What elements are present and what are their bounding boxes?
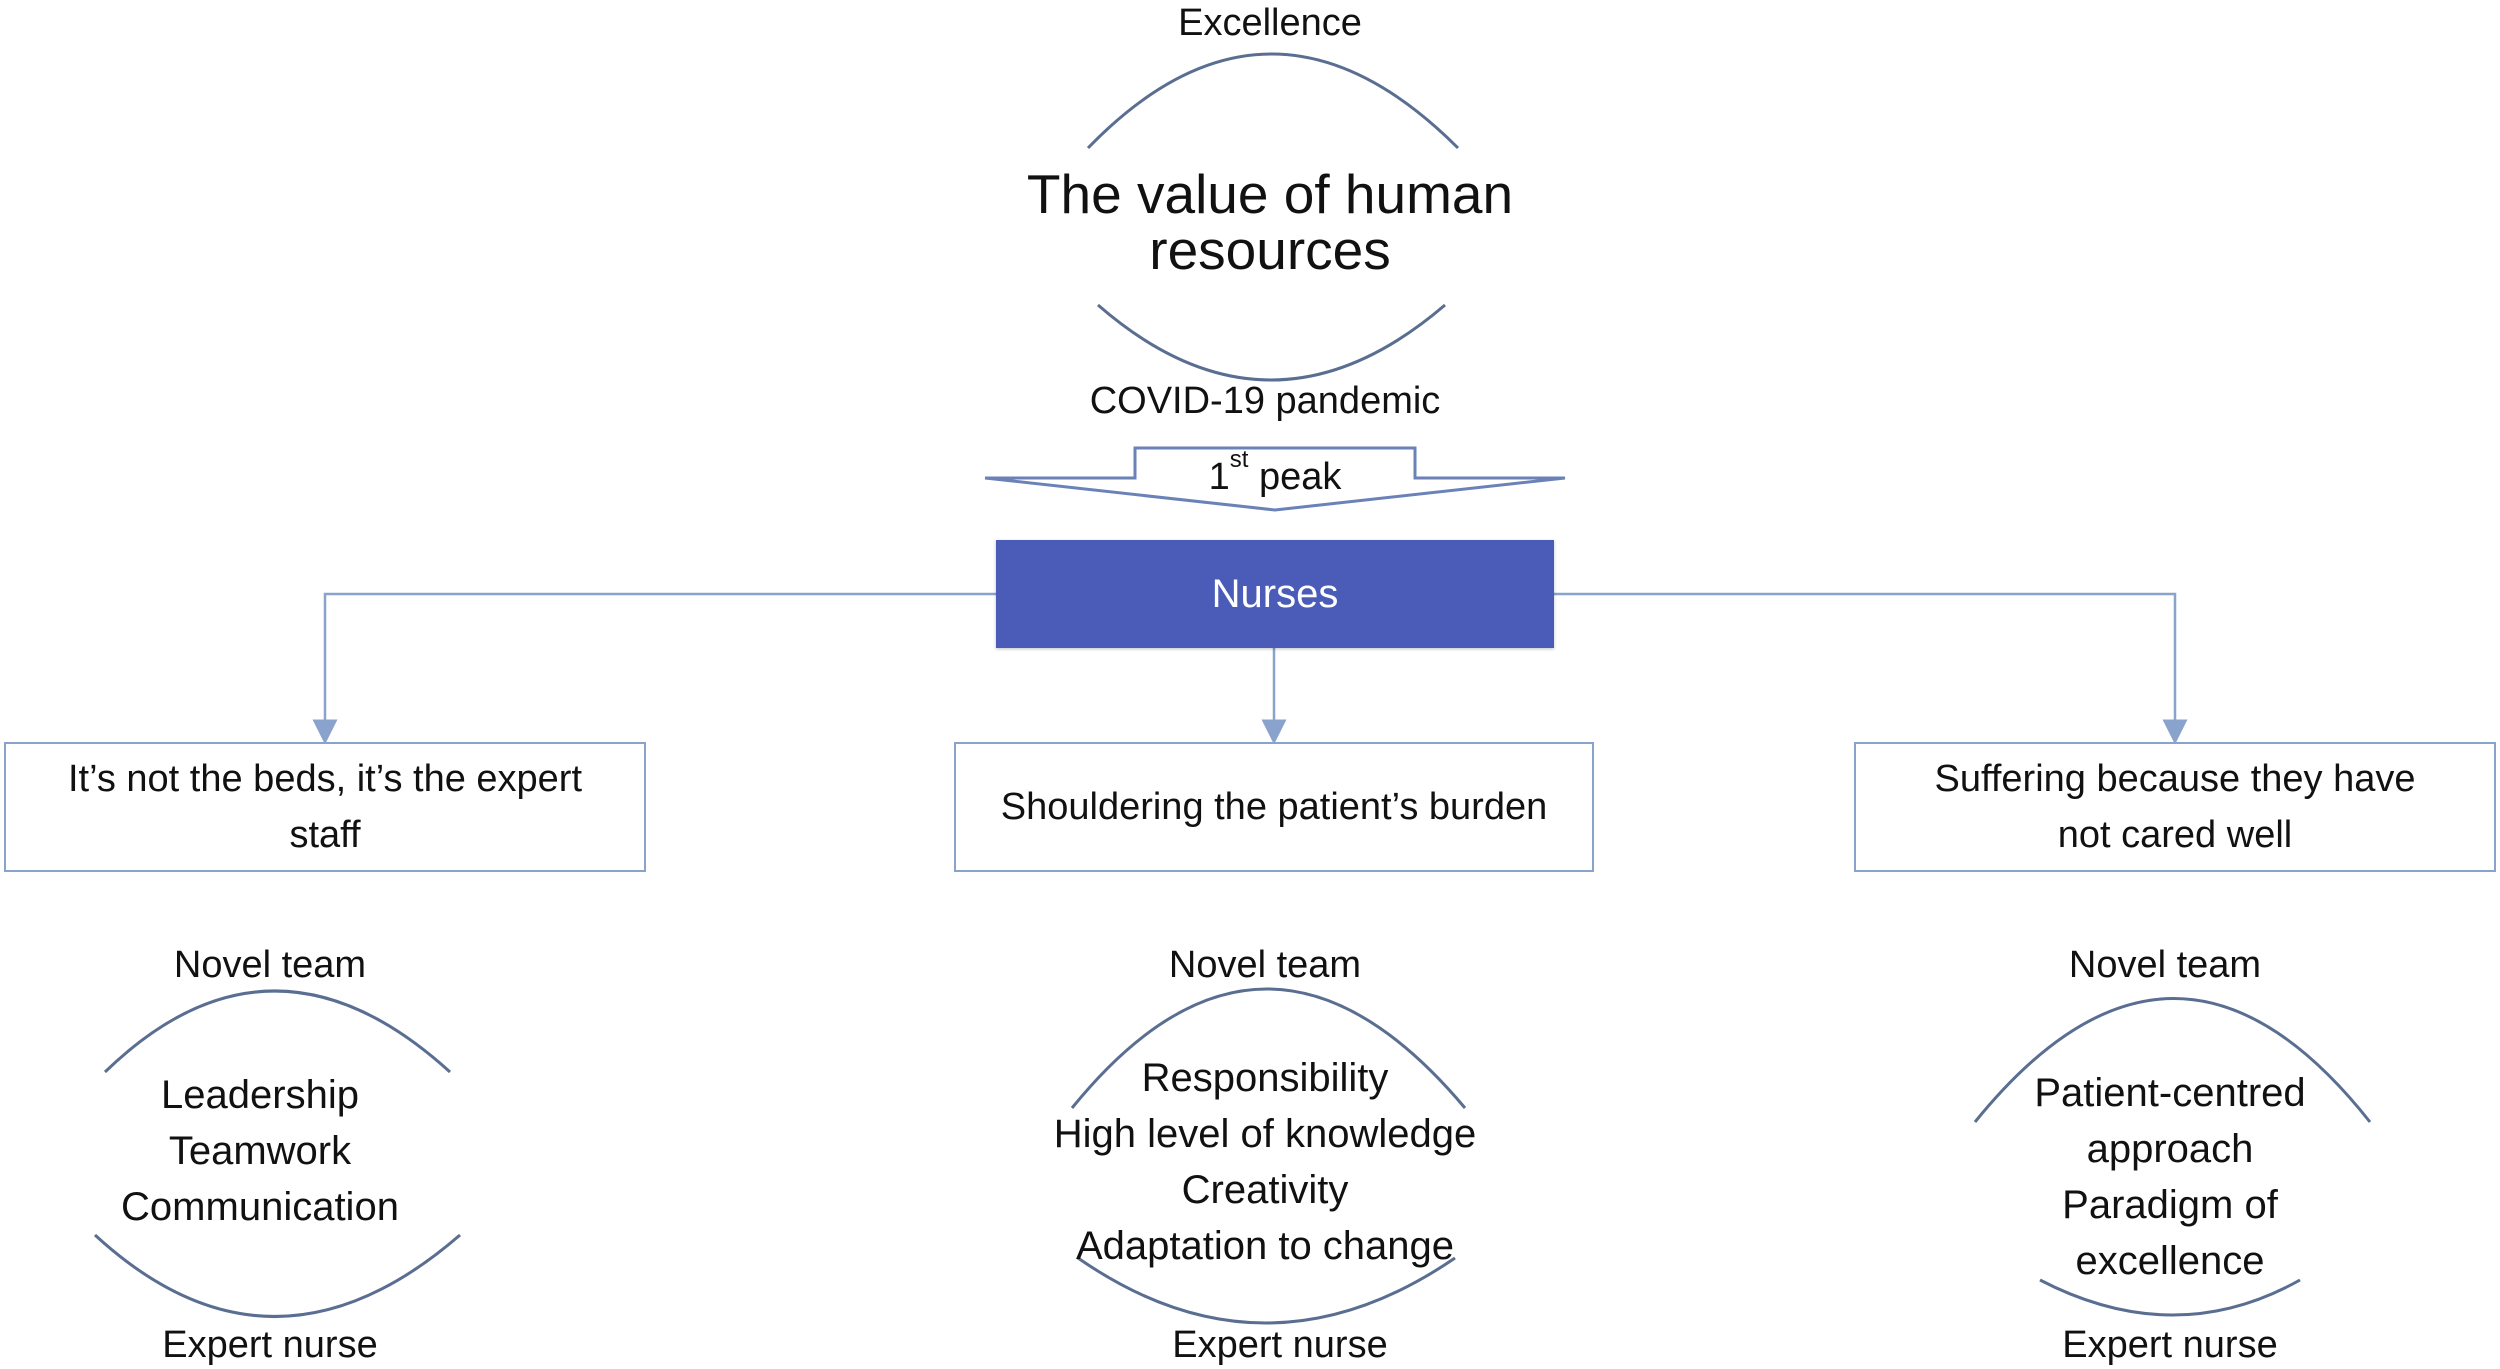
col3-item: approach <box>2086 1127 2254 1171</box>
main-title-line1: The value of human <box>1026 163 1514 225</box>
col3-top-label: Novel team <box>2068 944 2262 986</box>
col3-arc-lower <box>2039 1278 2301 1317</box>
top-arc-lower <box>1097 303 1446 382</box>
nurses-label: Nurses <box>1211 571 1339 616</box>
theme-left-line1: It’s not the beds, it’s the expert <box>67 758 583 800</box>
theme-middle-line1: Shouldering the patient’s burden <box>1000 786 1548 828</box>
col2-top-label: Novel team <box>1168 944 1362 986</box>
col2-item: Creativity <box>1181 1168 1349 1212</box>
col1-item: Communication <box>121 1185 399 1229</box>
col3-item: Paradigm of <box>2062 1183 2278 1227</box>
theme-right-line1: Suffering because they have <box>1934 758 2416 800</box>
covid-label: COVID-19 pandemic <box>1089 380 1441 422</box>
theme-box-right: Suffering because they have not cared we… <box>1854 742 2496 872</box>
main-title-line2: resources <box>1149 219 1391 281</box>
theme-right-line2: not cared well <box>2057 814 2293 856</box>
theme-left-line2: staff <box>289 814 361 856</box>
col3-item: Patient-centred <box>2034 1071 2306 1115</box>
peak-label: 1st peak <box>1140 448 1410 504</box>
peak-number: 1 <box>1208 456 1230 498</box>
col2-bottom-label: Expert nurse <box>1172 1324 1388 1366</box>
col1-top-label: Novel team <box>173 944 367 986</box>
main-title: The value of human resources <box>850 166 1690 278</box>
col2-items: Responsibility High level of knowledge C… <box>1020 1050 1510 1274</box>
peak-arrow-shape <box>984 446 1566 512</box>
col3-arc-upper <box>1973 997 2372 1123</box>
col1-item: Leadership <box>161 1073 359 1117</box>
col3-bottom-label: Expert nurse <box>2062 1324 2278 1366</box>
col1-arc-upper <box>103 989 452 1074</box>
top-arc-upper <box>1086 52 1460 150</box>
col2-arc-upper <box>1070 987 1467 1109</box>
col2-item: High level of knowledge <box>1053 1112 1477 1156</box>
peak-suffix: st <box>1229 446 1249 473</box>
col1-bottom-label: Expert nurse <box>162 1324 378 1366</box>
theme-box-middle: Shouldering the patient’s burden <box>954 742 1594 872</box>
connector-right <box>1554 592 2188 745</box>
excellence-label: Excellence <box>1178 2 1362 44</box>
col3-items: Patient-centred approach Paradigm of exc… <box>2010 1065 2330 1289</box>
col2-item: Responsibility <box>1141 1056 1389 1100</box>
col1-arc-lower <box>93 1233 461 1318</box>
peak-word: peak <box>1258 456 1342 498</box>
col2-arc-lower <box>1077 1256 1456 1325</box>
col2-item: Adaptation to change <box>1075 1224 1455 1268</box>
col1-item: Teamwork <box>168 1129 352 1173</box>
nurses-box: Nurses <box>996 540 1554 648</box>
theme-box-left: It’s not the beds, it’s the expert staff <box>4 742 646 872</box>
connector-left <box>312 592 996 745</box>
col3-item: excellence <box>2075 1239 2265 1283</box>
col1-items: Leadership Teamwork Communication <box>100 1067 420 1235</box>
